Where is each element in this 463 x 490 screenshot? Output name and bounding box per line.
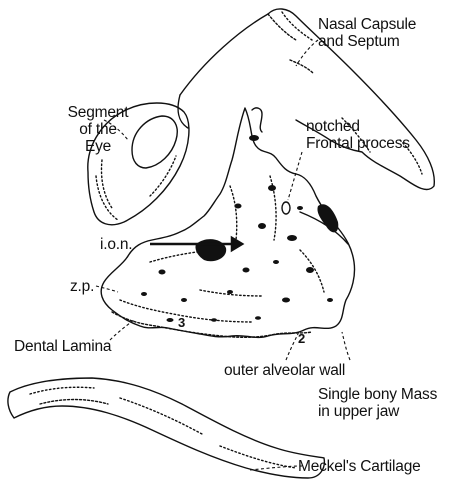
bone-cavities <box>141 135 338 322</box>
label-nasal-capsule-line2: and Septum <box>318 33 416 50</box>
label-bony-mass: Single bony Mass in upper jaw <box>318 386 437 420</box>
label-segment-eye: Segment of the Eye <box>56 104 140 155</box>
label-segment-eye-line3: Eye <box>56 138 140 155</box>
label-zp: z.p. <box>70 278 94 295</box>
foramen-notch <box>282 202 290 214</box>
label-ion: i.o.n. <box>100 236 132 253</box>
label-outer-alveolar-wall: outer alveolar wall <box>224 362 345 379</box>
label-number-2: 2 <box>298 330 305 347</box>
label-frontal-process-line1: notched <box>306 118 410 135</box>
label-bony-mass-line1: Single bony Mass <box>318 386 437 403</box>
label-bony-mass-line2: in upper jaw <box>318 403 437 420</box>
label-nasal-capsule-line1: Nasal Capsule <box>318 16 416 33</box>
label-nasal-capsule: Nasal Capsule and Septum <box>318 16 416 50</box>
label-meckels-cartilage: Meckel's Cartilage <box>298 458 421 475</box>
label-number-3: 3 <box>178 314 185 331</box>
label-frontal-process-line2: Frontal process <box>306 135 410 152</box>
meckels-cartilage-shape <box>8 378 324 478</box>
label-segment-eye-line1: Segment <box>56 104 140 121</box>
label-frontal-process: notched Frontal process <box>306 118 410 152</box>
label-dental-lamina: Dental Lamina <box>14 338 111 355</box>
label-segment-eye-line2: of the <box>56 121 140 138</box>
